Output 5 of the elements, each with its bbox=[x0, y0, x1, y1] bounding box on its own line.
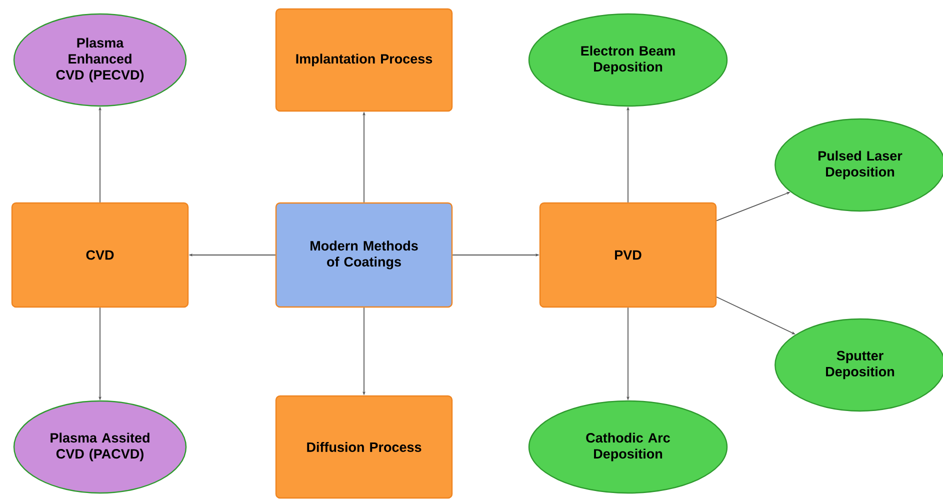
process-box: PVD bbox=[539, 202, 717, 308]
process-box: Implantation Process bbox=[275, 8, 453, 112]
central-box: Modern Methods of Coatings bbox=[275, 202, 453, 308]
process-box: Diffusion Process bbox=[275, 395, 453, 499]
process-box: CVD bbox=[11, 202, 189, 308]
